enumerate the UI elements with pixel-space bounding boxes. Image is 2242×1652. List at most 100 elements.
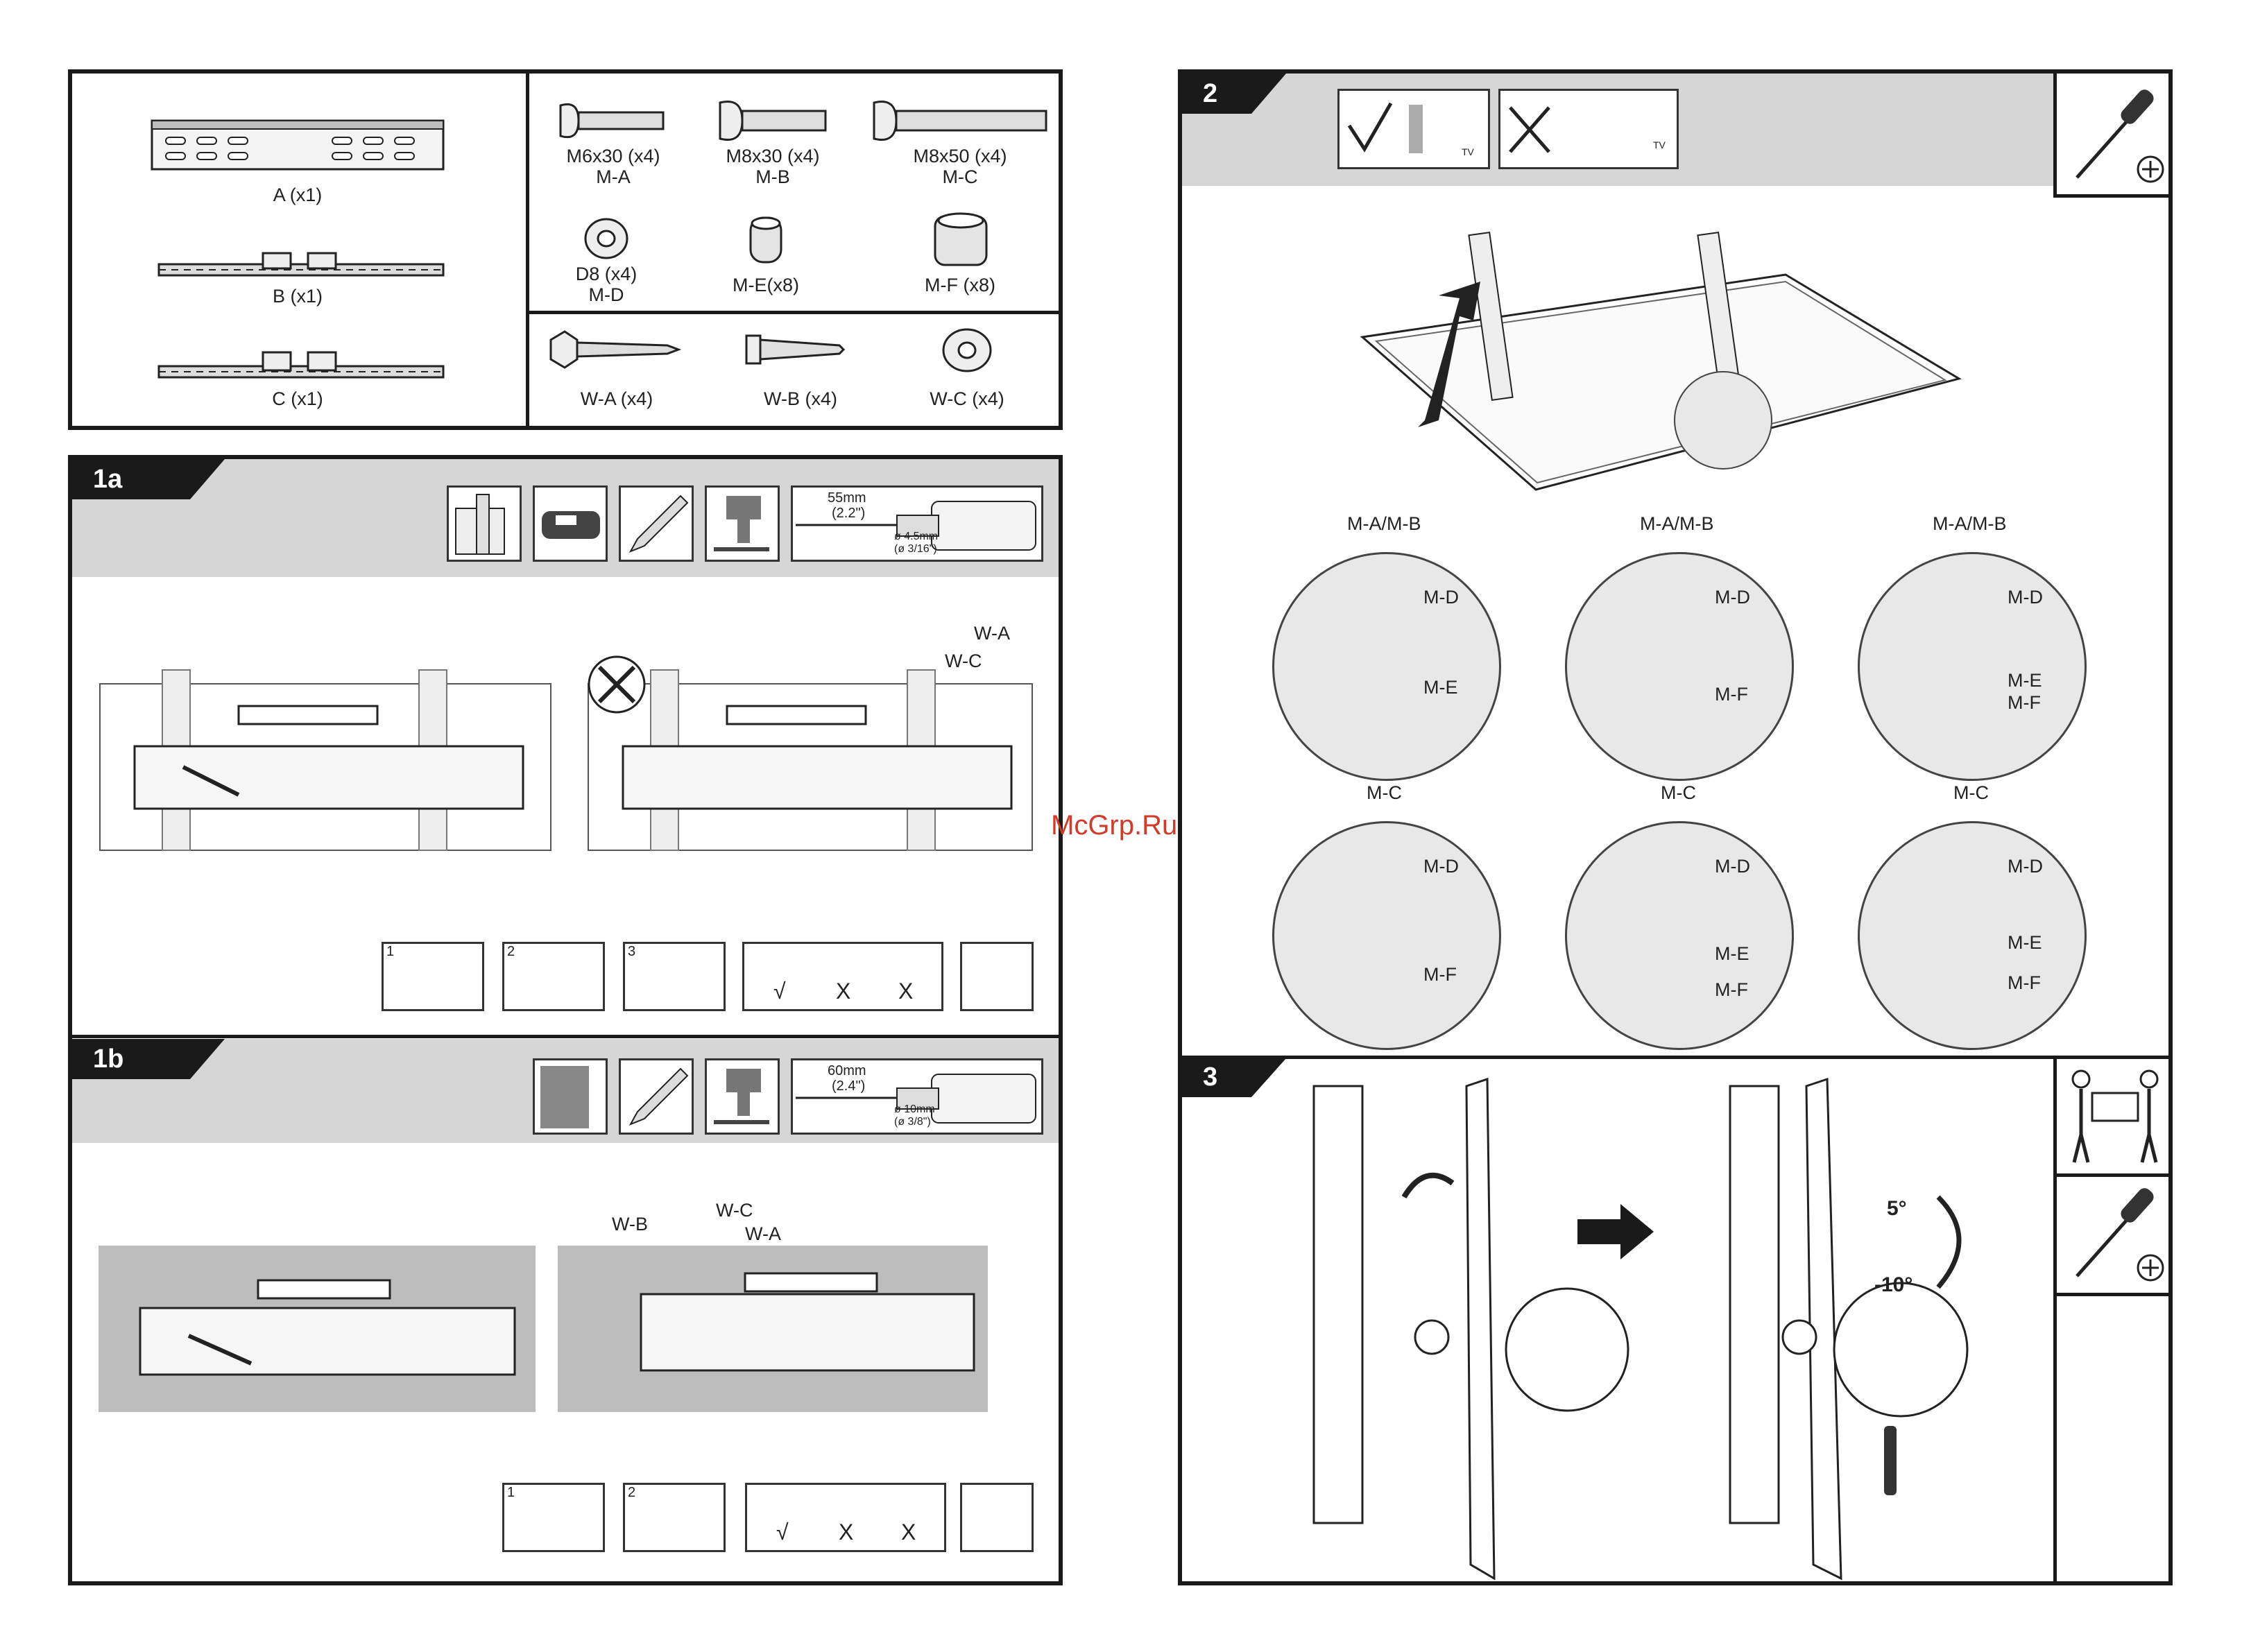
drill-depth-1b: 60mm bbox=[828, 1063, 866, 1078]
detail-4-label-0: M-D bbox=[1423, 856, 1459, 877]
step3-tool-divider-h bbox=[2053, 1173, 2168, 1177]
two-people-lifting-icon bbox=[2071, 1069, 2159, 1163]
screw-m-b-code: M-B bbox=[755, 166, 790, 187]
step3-number: 3 bbox=[1203, 1062, 1218, 1092]
drill-depth-1a: 55mm bbox=[828, 490, 866, 506]
detail-6-label-1: M-E bbox=[2008, 932, 2042, 953]
parts-panel: A (x1) B (x1) C (x1) M6x30 (x4) M-A M8x3… bbox=[68, 69, 1063, 430]
arrow-right-icon bbox=[1577, 1204, 1654, 1259]
level-1b-ok: √ bbox=[776, 1520, 789, 1545]
step1b-concrete-wall-right bbox=[558, 1246, 988, 1412]
step1b-number: 1b bbox=[93, 1044, 124, 1074]
tool-pencil-1b-icon bbox=[619, 1058, 694, 1135]
screw-m-b-label: M8x30 (x4) bbox=[726, 146, 820, 166]
washer-w-c-label: W-C (x4) bbox=[930, 388, 1004, 409]
lag-bolt-w-a-label: W-A (x4) bbox=[580, 388, 653, 409]
step1a-wood-wall-right bbox=[588, 669, 1033, 851]
watermark: McGrp.Ru bbox=[1051, 810, 1178, 841]
detail-circle-5 bbox=[1565, 821, 1794, 1050]
drill-depth-1a-in: (2.2") bbox=[832, 506, 866, 521]
spacer-m-e-label: M-E(x8) bbox=[733, 275, 799, 295]
detail-5-top: M-C bbox=[1661, 782, 1696, 803]
step1a-level-check: √ X X bbox=[742, 942, 943, 1011]
detail-6-label-2: M-F bbox=[2008, 972, 2041, 993]
correct-installation-icon: TV bbox=[1337, 89, 1490, 169]
step1a-drill-screwdriver bbox=[960, 942, 1034, 1011]
rail-b-illustration bbox=[157, 252, 445, 277]
detail-circle-1 bbox=[1272, 552, 1501, 781]
level-1b-wrong-1: X bbox=[839, 1520, 854, 1545]
callout-1a-wc: W-C bbox=[945, 651, 982, 671]
step2-tool-divider-h bbox=[2053, 194, 2168, 198]
detail-1-label-0: M-D bbox=[1423, 587, 1459, 608]
washer-w-c-icon bbox=[942, 328, 992, 372]
tool-pencil-icon bbox=[619, 485, 694, 562]
level-ok: √ bbox=[773, 979, 786, 1004]
step3-tool-divider-h2 bbox=[2053, 1293, 2168, 1296]
washer-m-d-label: D8 (x4) bbox=[575, 264, 637, 284]
tv-back-illustration bbox=[1360, 231, 1962, 491]
detail-3-label-2: M-F bbox=[2008, 692, 2041, 713]
detail-3-top: M-A/M-B bbox=[1933, 513, 2007, 534]
detail-5-label-0: M-D bbox=[1715, 856, 1750, 877]
step1a-substep-2: 2 bbox=[502, 942, 605, 1011]
spacer-m-f-icon bbox=[934, 212, 988, 266]
step1a-tag bbox=[72, 459, 225, 499]
no-anchor-icon bbox=[588, 655, 646, 714]
tv-tag-ok: TV bbox=[1462, 146, 1474, 157]
step1b-level-check: √ X X bbox=[745, 1483, 946, 1552]
callout-1a-wa: W-A bbox=[974, 623, 1010, 644]
step1a-number: 1a bbox=[93, 465, 123, 494]
washer-m-d-icon bbox=[584, 218, 628, 259]
step1b-substep-1: 1 bbox=[502, 1483, 605, 1552]
step3-tag bbox=[1182, 1058, 1286, 1097]
tv-tag-wrong: TV bbox=[1653, 139, 1666, 150]
spacer-m-e-icon bbox=[749, 216, 782, 264]
detail-4-top: M-C bbox=[1367, 782, 1402, 803]
step1a-substep-3: 3 bbox=[623, 942, 726, 1011]
rail-a-label: A (x1) bbox=[273, 184, 323, 205]
tool-stud-finder-icon bbox=[533, 485, 608, 562]
screwdriver-icon bbox=[2076, 89, 2164, 183]
anchor-w-b-label: W-B (x4) bbox=[764, 388, 837, 409]
detail-circle-4 bbox=[1272, 821, 1501, 1050]
step2-tag bbox=[1182, 74, 1286, 114]
step1b-substep-2: 2 bbox=[623, 1483, 726, 1552]
screw-m-a-icon bbox=[559, 103, 665, 139]
bit-size-1b-in: (ø 3/8") bbox=[894, 1116, 931, 1128]
step1b-tag bbox=[72, 1039, 225, 1079]
detail-circle-2 bbox=[1565, 552, 1794, 781]
bit-size-1a-in: (ø 3/16") bbox=[894, 543, 937, 555]
screwdriver-step3-icon bbox=[2076, 1188, 2164, 1282]
tilt-arrow-icon bbox=[1936, 1195, 1962, 1289]
bit-size-1a: ø 4.5mm bbox=[894, 531, 939, 542]
drill-depth-1b-diagram: 60mm (2.4") ø 10mm (ø 3/8") bbox=[791, 1058, 1043, 1135]
detail-circle-3 bbox=[1858, 552, 2087, 781]
rail-b-label: B (x1) bbox=[272, 286, 323, 307]
level-1b-wrong-2: X bbox=[901, 1520, 916, 1545]
bit-size-1b: ø 10mm bbox=[894, 1103, 935, 1115]
detail-2-top: M-A/M-B bbox=[1640, 513, 1714, 534]
step3-tool-divider bbox=[2053, 1058, 2057, 1581]
step3-divider bbox=[1182, 1056, 2168, 1059]
screw-m-c-icon bbox=[873, 101, 1047, 141]
drill-depth-1b-in: (2.4") bbox=[832, 1078, 866, 1094]
step3-tilt-illustration bbox=[1729, 1077, 1969, 1581]
tool-drill-1b-icon bbox=[705, 1058, 780, 1135]
detail-2-label-0: M-D bbox=[1715, 587, 1750, 608]
screw-m-a-label: M6x30 (x4) bbox=[566, 146, 660, 166]
lag-bolt-w-a-icon bbox=[549, 330, 682, 369]
callout-1b-wa: W-A bbox=[745, 1223, 781, 1244]
screw-m-a-code: M-A bbox=[596, 166, 631, 187]
spacer-m-f-label: M-F (x8) bbox=[925, 275, 995, 295]
detail-1-top: M-A/M-B bbox=[1347, 513, 1421, 534]
tool-stud-wall-icon bbox=[447, 485, 522, 562]
rail-c-label: C (x1) bbox=[272, 388, 323, 409]
screw-m-b-icon bbox=[719, 101, 827, 141]
detail-2-label-1: M-F bbox=[1715, 684, 1748, 705]
parts-divider-horizontal bbox=[526, 311, 1059, 314]
detail-circle-6 bbox=[1858, 821, 2087, 1050]
step2-tool-divider bbox=[2053, 74, 2057, 196]
step3-hang-illustration bbox=[1312, 1077, 1629, 1581]
step1b-drill-screwdriver bbox=[960, 1483, 1034, 1552]
